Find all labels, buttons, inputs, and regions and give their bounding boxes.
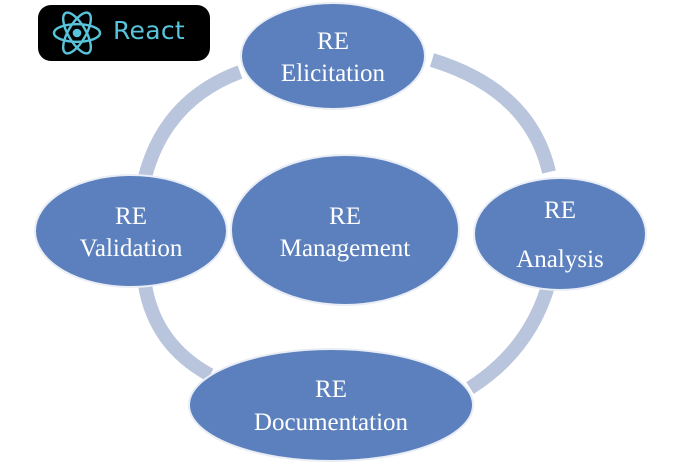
node-validation: RE Validation [34,174,228,288]
node-analysis-line1: RE [544,197,576,224]
node-elicitation: RE Elicitation [240,2,426,110]
node-management-line1: RE [329,203,361,230]
node-validation-line1: RE [115,203,147,230]
node-management-shape [230,154,460,306]
connectors [138,53,556,394]
react-logo-badge: React [38,5,210,61]
connector-analysis-documentation [466,281,556,394]
node-analysis: RE Analysis [473,177,647,291]
node-management: RE Management [230,154,460,306]
node-analysis-line2: Analysis [516,246,604,273]
node-elicitation-line1: RE [317,28,349,55]
react-atom-icon [52,11,102,55]
node-documentation-line1: RE [315,376,347,403]
node-documentation: RE Documentation [188,348,474,462]
node-elicitation-shape [240,2,426,110]
connector-elicitation-analysis [429,53,556,174]
react-logo-text: React [113,16,185,45]
node-analysis-shape [473,177,647,291]
node-management-line2: Management [280,235,411,262]
node-documentation-shape [188,348,474,462]
node-elicitation-line2: Elicitation [281,60,386,87]
connector-validation-elicitation [138,65,243,179]
node-validation-shape [34,174,228,288]
node-documentation-line2: Documentation [254,409,409,436]
node-validation-line2: Validation [80,235,183,262]
connector-documentation-validation [138,283,214,382]
